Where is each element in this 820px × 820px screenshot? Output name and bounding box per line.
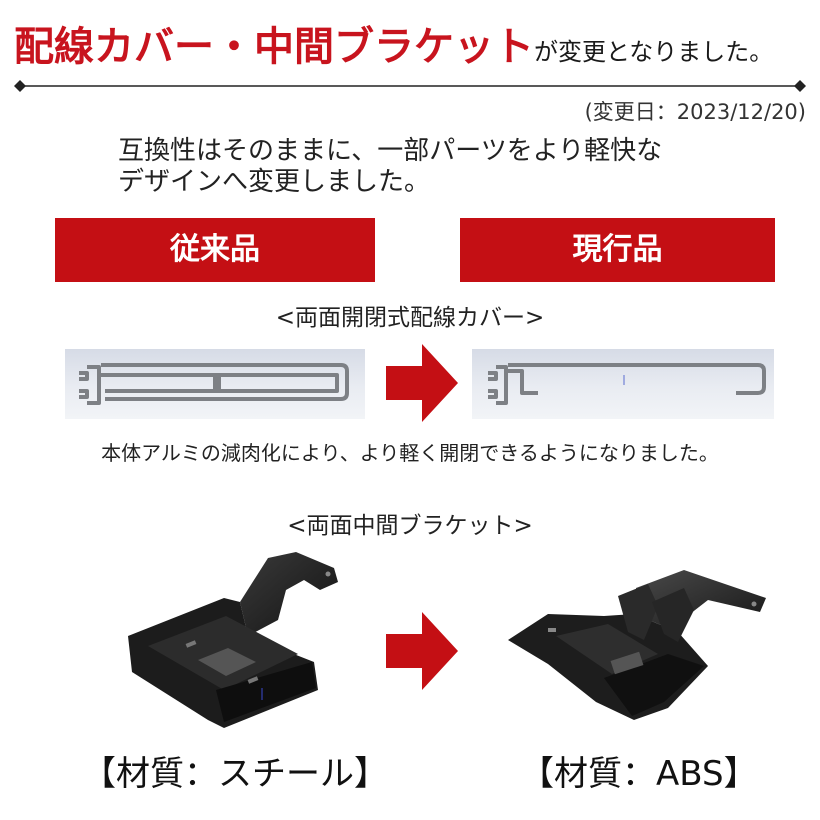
title-main: 配線カバー・中間ブラケット xyxy=(14,24,534,70)
cover-heading: <両面開閉式配線カバー> xyxy=(275,305,545,331)
title-divider xyxy=(14,80,806,92)
lead-paragraph: 互換性はそのままに、一部パーツをより軽快な デザインへ変更しました。 xyxy=(118,136,662,198)
change-date: (変更日：2023/12/20) xyxy=(584,100,806,124)
cover-old-profile-image xyxy=(65,349,365,419)
right-arrow-icon xyxy=(386,344,458,422)
lead-line-2: デザインへ変更しました。 xyxy=(118,167,431,197)
bracket-new-image xyxy=(508,570,766,720)
title-suffix: が変更となりました。 xyxy=(534,38,774,66)
label-old-product: 従来品 xyxy=(55,218,375,282)
page-title: 配線カバー・中間ブラケットが変更となりました。 xyxy=(14,14,773,72)
diamond-right-icon xyxy=(794,80,806,92)
label-current-product: 現行品 xyxy=(460,218,775,282)
bracket-heading: <両面中間ブラケット> xyxy=(287,513,533,539)
cover-note: 本体アルミの減肉化により、より軽く開閉できるようになりました。 xyxy=(101,441,719,465)
bracket-old-image xyxy=(128,552,338,728)
material-new: 【材質：ABS】 xyxy=(520,754,758,794)
lead-line-1: 互換性はそのままに、一部パーツをより軽快な xyxy=(118,136,663,166)
right-arrow-icon xyxy=(386,612,458,690)
diamond-left-icon xyxy=(14,80,26,92)
cover-new-profile-image xyxy=(472,349,774,419)
material-old: 【材質：スチール】 xyxy=(82,754,388,794)
